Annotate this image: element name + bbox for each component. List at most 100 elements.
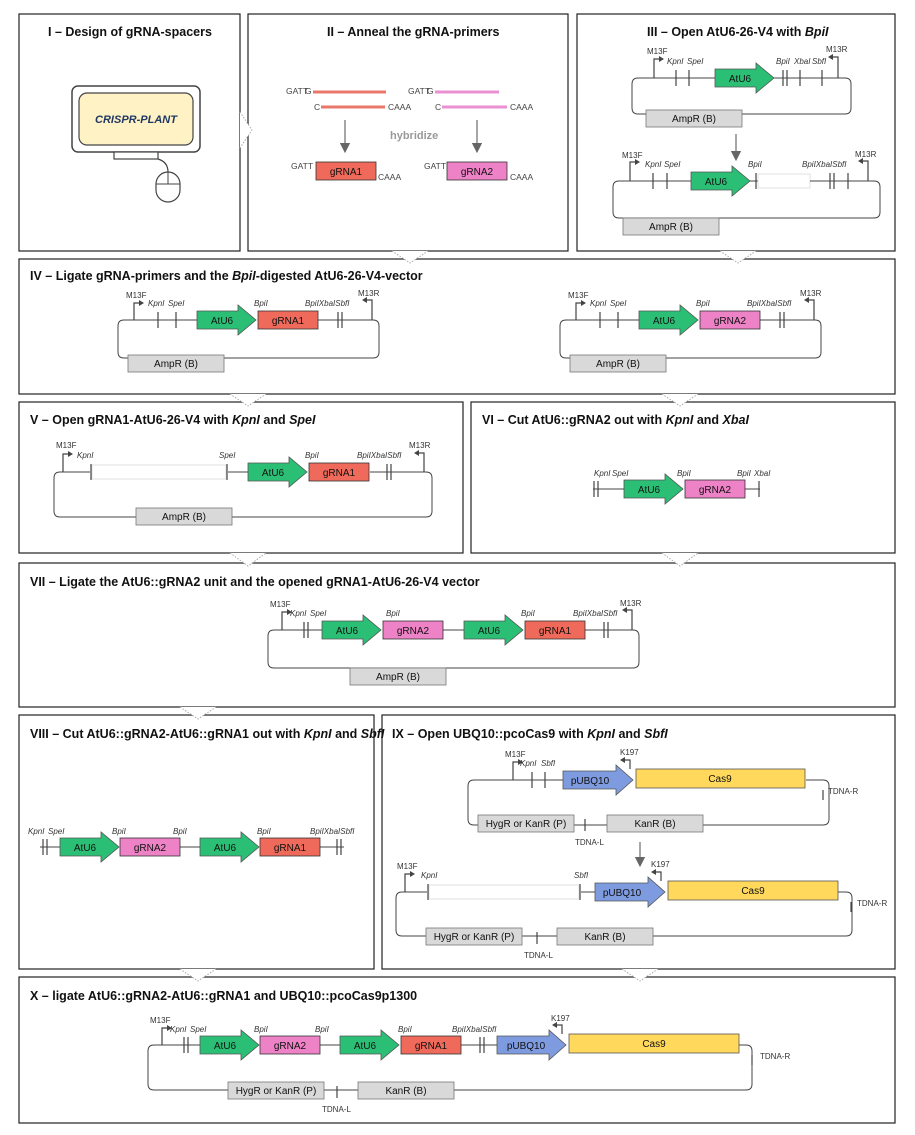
svg-text:gRNA1: gRNA1 [323, 468, 356, 479]
svg-text:BpiI: BpiI [254, 1025, 269, 1034]
svg-text:SpeI: SpeI [687, 57, 704, 66]
panel-3-plasmid-before: AmpR (B) AtU6 M13F M13R KpnI SpeI BpiI X… [631, 45, 852, 128]
svg-text:BpiI: BpiI [386, 609, 401, 618]
screen-text: CRISPR-PLANT [95, 114, 178, 126]
panel-5-plasmid: AmpR (B) AtU6 gRNA1 M13F M13R KpnI SpeI … [53, 441, 433, 526]
svg-text:GATT: GATT [424, 161, 446, 171]
svg-text:SpeI: SpeI [48, 827, 65, 836]
svg-text:KpnI: KpnI [148, 299, 165, 308]
atu6-arrow [690, 165, 751, 197]
computer-icon: CRISPR-PLANT [71, 85, 201, 203]
svg-text:AtU6: AtU6 [74, 843, 97, 854]
svg-text:M13F: M13F [126, 291, 147, 300]
svg-text:BpiI: BpiI [696, 299, 711, 308]
annealing-diagram: GATT G C CAAA GATT G C CAAA hybridize GA… [286, 86, 533, 182]
atu6-arrow [247, 456, 308, 488]
svg-text:K197: K197 [551, 1014, 570, 1023]
svg-text:CAAA: CAAA [388, 102, 411, 112]
panel-5-title: V – Open gRNA1-AtU6-26-V4 with KpnI and … [30, 413, 316, 427]
svg-text:K197: K197 [620, 748, 639, 757]
svg-text:G: G [305, 86, 312, 96]
svg-text:AtU6: AtU6 [705, 177, 728, 188]
svg-text:gRNA2: gRNA2 [274, 1041, 307, 1052]
grna2-box [259, 1035, 321, 1055]
cas9-box [635, 768, 806, 789]
panel-7-frame [18, 562, 896, 708]
atu6-arrow [339, 1029, 400, 1061]
svg-text:KpnI: KpnI [77, 451, 94, 460]
svg-text:BpiI: BpiI [254, 299, 269, 308]
svg-text:TDNA-R: TDNA-R [857, 899, 887, 908]
svg-text:AtU6: AtU6 [638, 485, 661, 496]
svg-text:HygR or KanR (P): HygR or KanR (P) [486, 819, 567, 830]
svg-text:TDNA-L: TDNA-L [575, 838, 604, 847]
svg-text:KpnI: KpnI [590, 299, 607, 308]
cas9-box [667, 880, 839, 901]
panel-7-title: VII – Ligate the AtU6::gRNA2 unit and th… [30, 575, 480, 589]
svg-text:BpiIXbaISbfI: BpiIXbaISbfI [452, 1025, 497, 1034]
svg-text:BpiIXbaISbfI: BpiIXbaISbfI [747, 299, 792, 308]
svg-text:BpiI: BpiI [521, 609, 536, 618]
panel-9-plasmid-after: HygR or KanR (P) KanR (B) TDNA-L TDNA-R … [395, 860, 887, 960]
atu6-arrow [714, 62, 775, 94]
svg-text:M13R: M13R [800, 289, 822, 298]
svg-text:BpiI: BpiI [748, 160, 763, 169]
svg-text:gRNA1: gRNA1 [272, 316, 305, 327]
cas9-box [568, 1033, 740, 1054]
svg-text:KpnI: KpnI [28, 827, 45, 836]
svg-text:AmpR (B): AmpR (B) [649, 222, 693, 233]
panel-6-fragment: AtU6 gRNA2 KpnI SpeI BpiI BpiI XbaI [593, 469, 771, 505]
svg-text:KanR (B): KanR (B) [634, 819, 675, 830]
svg-text:Cas9: Cas9 [642, 1039, 666, 1050]
svg-text:BpiI: BpiI [257, 827, 272, 836]
svg-text:AmpR (B): AmpR (B) [596, 359, 640, 370]
panel-7-plasmid: AmpR (B) AtU6 gRNA2 AtU6 gRNA1 M13F M13R… [267, 599, 642, 686]
atu6-arrow [623, 473, 684, 505]
svg-text:HygR or KanR (P): HygR or KanR (P) [236, 1086, 317, 1097]
svg-text:M13R: M13R [358, 289, 380, 298]
svg-text:SbfI: SbfI [574, 871, 589, 880]
grna1-box [400, 1035, 462, 1055]
svg-text:M13F: M13F [150, 1016, 171, 1025]
grna1-box [259, 837, 321, 857]
pubq10-arrow [496, 1029, 567, 1061]
svg-text:C: C [435, 102, 441, 112]
ampr-box [645, 109, 743, 128]
svg-text:M13F: M13F [647, 47, 668, 56]
svg-text:K197: K197 [651, 860, 670, 869]
svg-text:AtU6: AtU6 [478, 626, 501, 637]
svg-text:KpnI: KpnI [421, 871, 438, 880]
svg-text:SpeI: SpeI [610, 299, 627, 308]
atu6-arrow [463, 614, 524, 646]
grna1-box [257, 310, 319, 330]
grna1-duplex [315, 161, 377, 181]
grna2-box [119, 837, 181, 857]
svg-text:SpeI: SpeI [190, 1025, 207, 1034]
svg-text:gRNA1: gRNA1 [539, 626, 572, 637]
svg-text:M13F: M13F [397, 862, 418, 871]
svg-text:GATT: GATT [408, 86, 430, 96]
grna2-box [684, 479, 746, 499]
svg-text:AmpR (B): AmpR (B) [162, 512, 206, 523]
svg-text:BpiI: BpiI [737, 469, 752, 478]
svg-text:AtU6: AtU6 [336, 626, 359, 637]
svg-text:AtU6: AtU6 [262, 468, 285, 479]
svg-text:AtU6: AtU6 [729, 74, 752, 85]
svg-text:AtU6: AtU6 [653, 316, 676, 327]
svg-text:M13R: M13R [826, 45, 848, 54]
grna1-box [308, 462, 370, 482]
svg-text:BpiIXbaISbfI: BpiIXbaISbfI [310, 827, 355, 836]
svg-text:M13F: M13F [505, 750, 526, 759]
pubq10-arrow [562, 764, 634, 796]
svg-text:M13F: M13F [270, 600, 291, 609]
svg-text:pUBQ10: pUBQ10 [603, 888, 642, 899]
svg-text:AmpR (B): AmpR (B) [154, 359, 198, 370]
svg-text:SpeI: SpeI [219, 451, 236, 460]
svg-text:gRNA2: gRNA2 [397, 626, 430, 637]
svg-text:AtU6: AtU6 [354, 1041, 377, 1052]
grna2-box [699, 310, 761, 330]
svg-text:SbfI: SbfI [541, 759, 556, 768]
atu6-arrow [199, 1029, 260, 1061]
panel-9-title: IX – Open UBQ10::pcoCas9 with KpnI and S… [392, 727, 668, 741]
atu6-arrow [196, 304, 257, 336]
